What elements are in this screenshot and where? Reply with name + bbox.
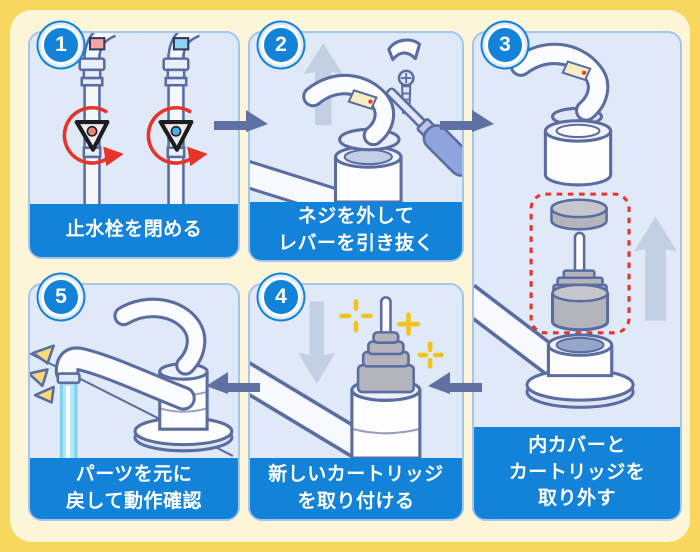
cartridge-install-drawing	[250, 296, 444, 458]
step-number: 1	[55, 33, 67, 56]
step-number-badge-3: 3	[485, 25, 525, 65]
step-number-badge-5: 5	[41, 277, 81, 317]
caption-line: パーツを元に	[75, 463, 193, 485]
caption-line: 新しいカートリッジ	[268, 463, 444, 485]
caption-line: カートリッジを	[508, 461, 646, 483]
step1-caption: 止水栓を閉める	[30, 204, 238, 257]
step-panel-5: パーツを元に 戻して動作確認 5	[28, 277, 240, 521]
flow-arrow-step3-to-step4	[428, 372, 482, 394]
inner-cover	[543, 119, 613, 187]
step5-illustration	[30, 285, 238, 458]
step-number: 3	[499, 33, 511, 56]
highlight-dashed-box	[529, 192, 631, 335]
cartridge-removal-drawing	[474, 42, 677, 409]
step-number: 4	[275, 285, 287, 308]
shutoff-valve-hot	[62, 33, 124, 204]
step-panel-3: 内カバーと カートリッジを 取り外す 3	[472, 25, 682, 521]
shutoff-valves-drawing	[62, 33, 208, 204]
step5-caption: パーツを元に 戻して動作確認	[30, 458, 238, 519]
screwdriver-icon	[385, 87, 462, 177]
step-number-badge-4: 4	[261, 277, 301, 317]
step-panel-1: 止水栓を閉める 1	[28, 25, 240, 259]
step-panel-2: ネジを外して レバーを引き抜く 2	[248, 25, 464, 262]
emphasis-marks-icon	[30, 344, 55, 404]
rotation-arrow-icon	[62, 106, 108, 165]
faucet-body	[333, 156, 403, 202]
flow-arrow-step2-to-step3	[440, 110, 494, 132]
step2-caption: ネジを外して レバーを引き抜く	[250, 202, 462, 260]
step4-caption: 新しいカートリッジ を取り付ける	[250, 458, 462, 519]
step-number-badge-2: 2	[261, 25, 301, 65]
caption-line: ネジを外して	[297, 206, 415, 228]
packing-disc	[550, 198, 608, 231]
caption-line: レバーを引き抜く	[277, 233, 434, 254]
old-cartridge	[550, 231, 610, 332]
step-number-badge-1: 1	[41, 25, 81, 65]
step2-illustration	[250, 33, 462, 202]
step-number: 5	[55, 285, 67, 308]
flow-arrow-step4-to-step5	[206, 372, 260, 394]
caption-line: 止水栓を閉める	[65, 219, 203, 241]
step3-caption: 内カバーと カートリッジを 取り外す	[474, 427, 680, 519]
push-down-arrow-icon	[298, 301, 336, 384]
cold-water-tag	[172, 37, 190, 51]
caption-line: 内カバーと	[528, 434, 626, 456]
caption-line: 戻して動作確認	[66, 490, 202, 512]
caption-line: 取り外す	[537, 488, 616, 510]
step-number: 2	[275, 33, 287, 56]
step4-illustration	[250, 285, 462, 458]
faucet-lever	[113, 297, 207, 376]
flow-arrow-step1-to-step2	[214, 110, 268, 132]
water-stream	[59, 379, 78, 458]
assembled-faucet-drawing	[30, 297, 234, 458]
caption-line: を取り付ける	[297, 490, 415, 512]
aerator	[56, 372, 81, 385]
step-panel-4: 新しいカートリッジ を取り付ける 4	[248, 277, 464, 521]
lever-removal-drawing	[250, 38, 462, 202]
lift-up-arrow-icon	[634, 216, 677, 321]
hot-water-tag	[88, 37, 106, 51]
lever-assembly	[509, 42, 610, 127]
step1-illustration	[30, 33, 238, 204]
faucet-base	[474, 283, 635, 409]
new-cartridge	[350, 296, 422, 402]
sparkle-icons	[339, 299, 444, 369]
faucet-spout	[54, 346, 196, 411]
shutoff-valve-cold	[146, 33, 208, 204]
lever-cap	[387, 38, 422, 62]
rotation-arrow-icon	[146, 106, 192, 165]
faucet-lever	[302, 73, 401, 152]
step3-illustration	[474, 33, 680, 427]
